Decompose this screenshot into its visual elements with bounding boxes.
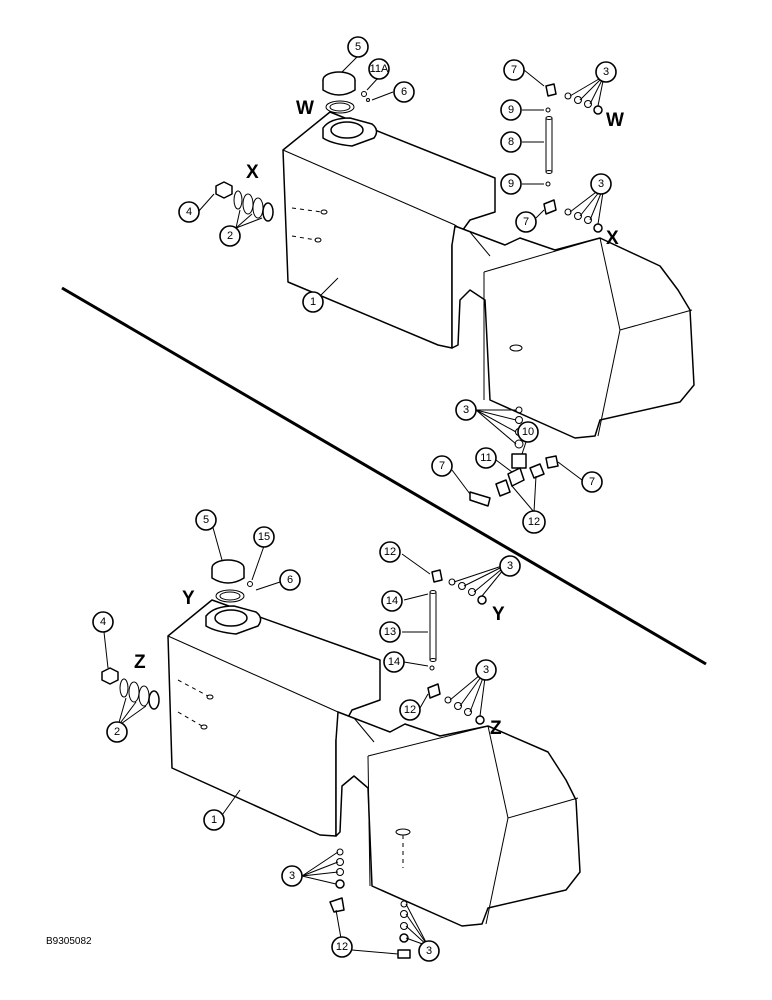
svg-text:3: 3 <box>598 178 604 190</box>
callout-3-lower-middle: 3 <box>475 659 497 681</box>
svg-text:1: 1 <box>211 814 217 826</box>
svg-text:9: 9 <box>508 104 514 116</box>
svg-text:12: 12 <box>404 704 416 716</box>
svg-text:15: 15 <box>258 531 270 543</box>
callout-16: 15 <box>253 526 275 548</box>
svg-text:6: 6 <box>287 574 293 586</box>
callout-9-upper-top: 9 <box>500 99 522 121</box>
svg-text:6: 6 <box>401 86 407 98</box>
callout-4-upper: 4 <box>178 201 200 223</box>
callout-15-lower-top: 14 <box>381 590 403 612</box>
svg-text:11: 11 <box>480 452 491 464</box>
callout-5-lower: 5 <box>195 509 217 531</box>
callout-13-bottom: 12 <box>331 936 353 958</box>
callout-3-bottom-right: 3 <box>418 940 440 962</box>
callout-15-lower-bottom: 14 <box>383 651 405 673</box>
callout-4-lower: 4 <box>92 611 114 633</box>
svg-text:13: 13 <box>384 626 396 638</box>
callout-6-upper: 6 <box>393 81 415 103</box>
bottom-fittings <box>329 848 411 959</box>
callout-13-lower-middle: 12 <box>399 699 421 721</box>
svg-text:8: 8 <box>508 136 514 148</box>
svg-text:2: 2 <box>114 726 120 738</box>
svg-text:1: 1 <box>310 296 316 308</box>
view-letter-z-lower-right: Z <box>490 718 502 739</box>
callout-7-upper-middle: 7 <box>515 211 537 233</box>
svg-text:3: 3 <box>483 664 489 676</box>
figure-code: B9305082 <box>46 936 92 947</box>
view-letter-y-lower-right: Y <box>492 604 505 625</box>
svg-text:12: 12 <box>528 516 540 528</box>
callout-7-center-right: 7 <box>581 471 603 493</box>
svg-text:12: 12 <box>336 941 348 953</box>
view-letter-x-upper-left: X <box>246 162 259 183</box>
callout-9-upper-bottom: 9 <box>500 173 522 195</box>
callout-12: 11A <box>368 58 390 80</box>
divider-line <box>61 286 707 666</box>
upper-cap-assembly <box>322 71 370 114</box>
svg-text:9: 9 <box>508 178 514 190</box>
svg-text:3: 3 <box>463 404 469 416</box>
svg-text:3: 3 <box>289 870 295 882</box>
callout-1-upper: 1 <box>302 291 324 313</box>
callout-11: 11 <box>475 447 497 469</box>
view-letter-z-lower-left: Z <box>134 652 146 673</box>
lower-left-fittings <box>101 667 160 710</box>
callout-11a: 12 <box>522 510 546 534</box>
view-letter-y-lower-left: Y <box>182 588 195 609</box>
svg-text:7: 7 <box>523 216 529 228</box>
callout-10: 10 <box>517 421 539 443</box>
svg-text:10: 10 <box>522 426 534 438</box>
svg-text:7: 7 <box>589 476 595 488</box>
callout-13-lower-top: 12 <box>379 541 401 563</box>
callout-3-upper-top: 3 <box>595 61 617 83</box>
callout-14: 13 <box>379 621 401 643</box>
view-letter-x-upper-right: X <box>606 228 619 249</box>
callout-5-upper: 5 <box>347 36 369 58</box>
svg-text:4: 4 <box>186 206 192 218</box>
upper-fuel-tank <box>282 111 695 439</box>
callout-3-lower-top: 3 <box>499 555 521 577</box>
svg-text:11A: 11A <box>370 63 389 75</box>
upper-vent-tube <box>543 83 603 233</box>
callout-3-upper-middle: 3 <box>590 173 612 195</box>
svg-text:3: 3 <box>603 66 609 78</box>
view-letter-w-upper-right: W <box>606 110 624 131</box>
svg-text:14: 14 <box>386 595 398 607</box>
lower-fuel-tank <box>167 599 581 927</box>
callout-7-center-left: 7 <box>431 455 453 477</box>
callout-8: 8 <box>500 131 522 153</box>
svg-text:2: 2 <box>227 230 233 242</box>
callout-3-center: 3 <box>455 399 477 421</box>
callout-2-upper: 2 <box>219 225 241 247</box>
svg-text:3: 3 <box>507 560 513 572</box>
svg-text:5: 5 <box>203 514 209 526</box>
lower-vent-tube <box>427 569 487 725</box>
callout-1-lower: 1 <box>203 809 225 831</box>
svg-text:14: 14 <box>388 656 400 668</box>
svg-text:7: 7 <box>511 64 517 76</box>
upper-left-fittings <box>215 181 274 222</box>
lower-cap-assembly <box>211 559 253 603</box>
svg-text:3: 3 <box>426 945 432 957</box>
callout-2-lower: 2 <box>106 721 128 743</box>
callout-7-upper-top: 7 <box>503 59 525 81</box>
callout-6-lower: 6 <box>279 569 301 591</box>
svg-text:7: 7 <box>439 460 445 472</box>
callout-3-bottom-left: 3 <box>281 865 303 887</box>
svg-text:4: 4 <box>100 616 106 628</box>
svg-text:5: 5 <box>355 41 361 53</box>
view-letter-w-upper-left: W <box>296 98 314 119</box>
svg-text:12: 12 <box>384 546 396 558</box>
